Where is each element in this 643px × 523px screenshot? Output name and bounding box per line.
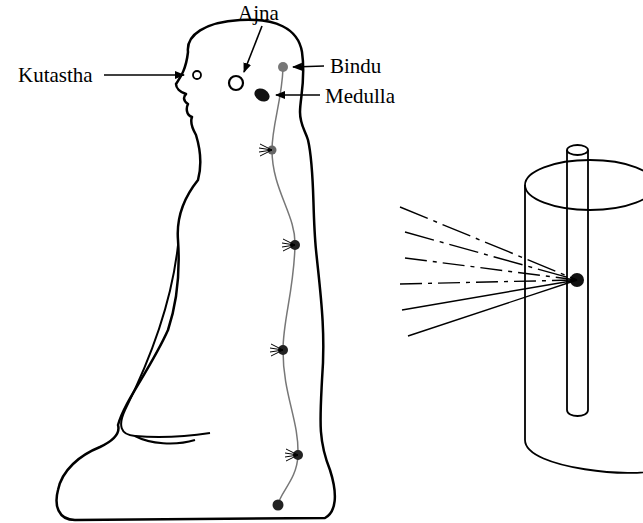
pointer-arrows [104, 26, 324, 95]
part-label: Kutastha [18, 65, 93, 86]
part-label: Medulla [325, 86, 395, 107]
medulla-point [252, 86, 272, 104]
bindu-point [278, 62, 288, 72]
figure-outline [57, 20, 335, 520]
chakra-dots [268, 146, 304, 511]
part-label: Bindu [330, 56, 381, 77]
kutastha-point [193, 71, 201, 79]
cylinder-rays [400, 207, 577, 336]
cylinder-figure [525, 145, 643, 473]
ajna-point [229, 76, 243, 90]
spine-line [272, 68, 298, 505]
hand-line [135, 436, 195, 443]
arm-line [121, 245, 210, 437]
chakra-rays [259, 144, 298, 461]
part-label: Ajna [238, 3, 279, 24]
